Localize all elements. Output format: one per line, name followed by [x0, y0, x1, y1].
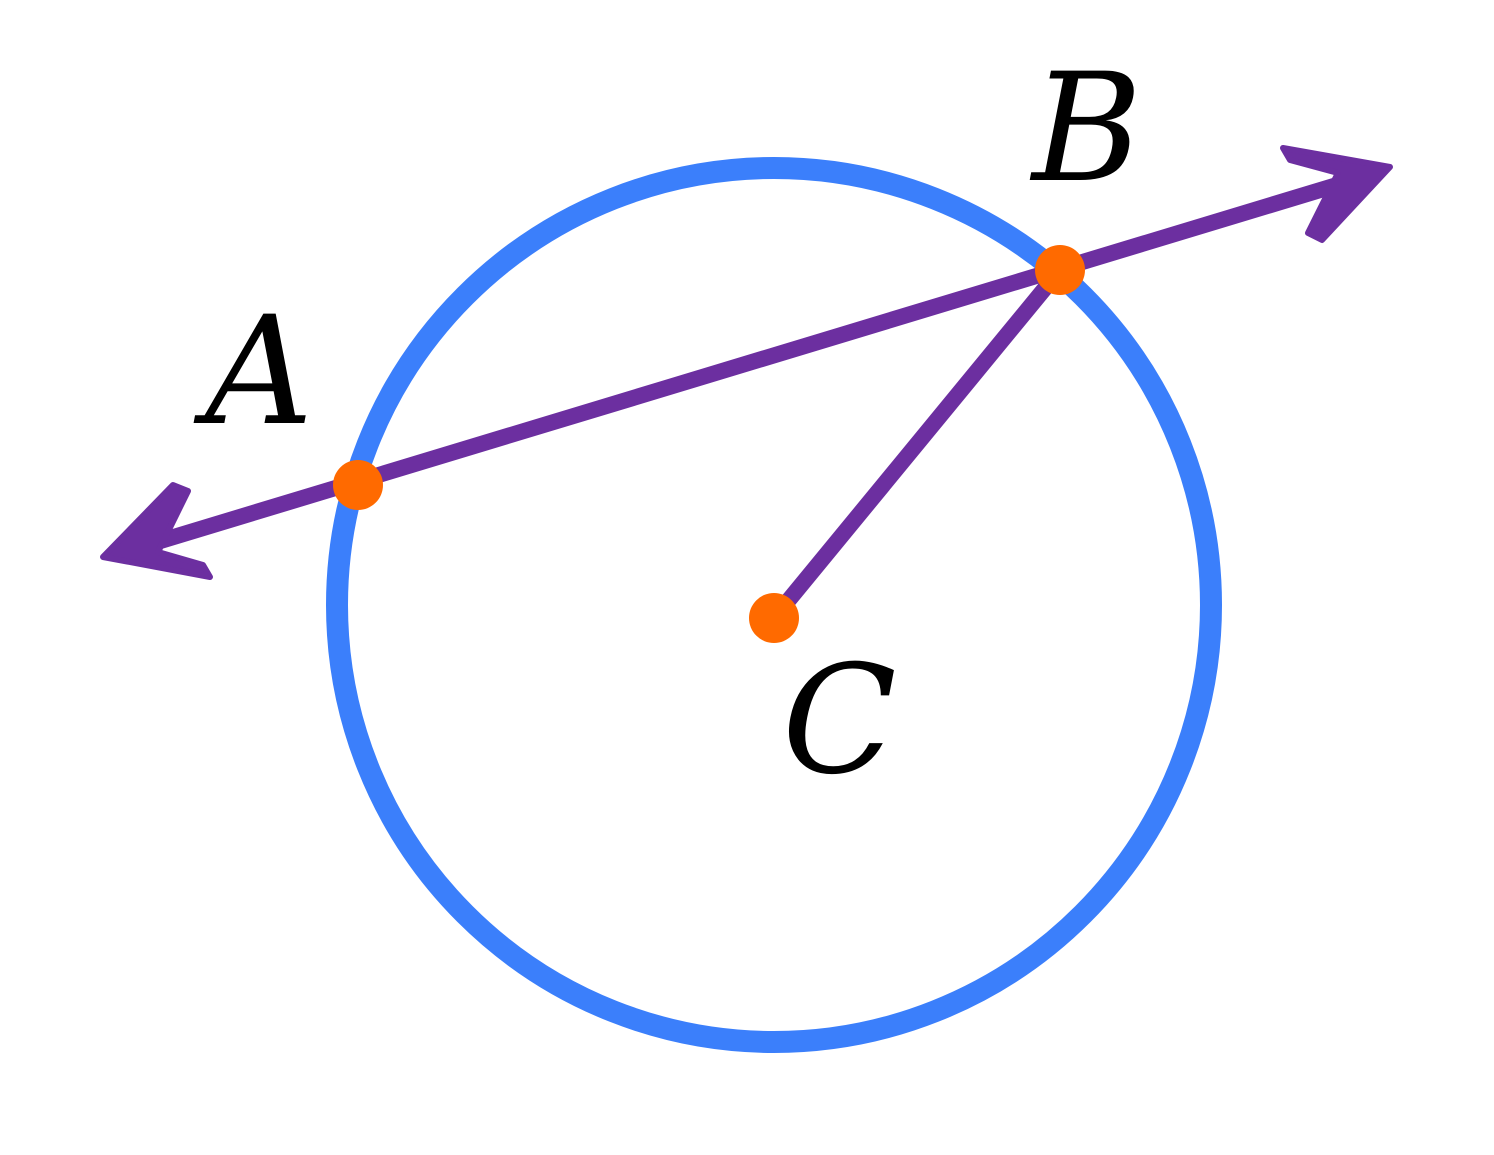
radius-segment-cb — [766, 262, 1068, 626]
secant-line-ab — [116, 167, 1378, 560]
circle — [326, 157, 1222, 1053]
label-b: B — [1029, 42, 1142, 216]
point-b — [1035, 245, 1085, 295]
point-c — [749, 593, 799, 643]
point-a — [333, 460, 383, 510]
arrowhead-left — [100, 482, 213, 580]
label-c: C — [782, 634, 897, 808]
label-a: A — [193, 285, 313, 459]
arrowhead-right — [1280, 145, 1393, 243]
